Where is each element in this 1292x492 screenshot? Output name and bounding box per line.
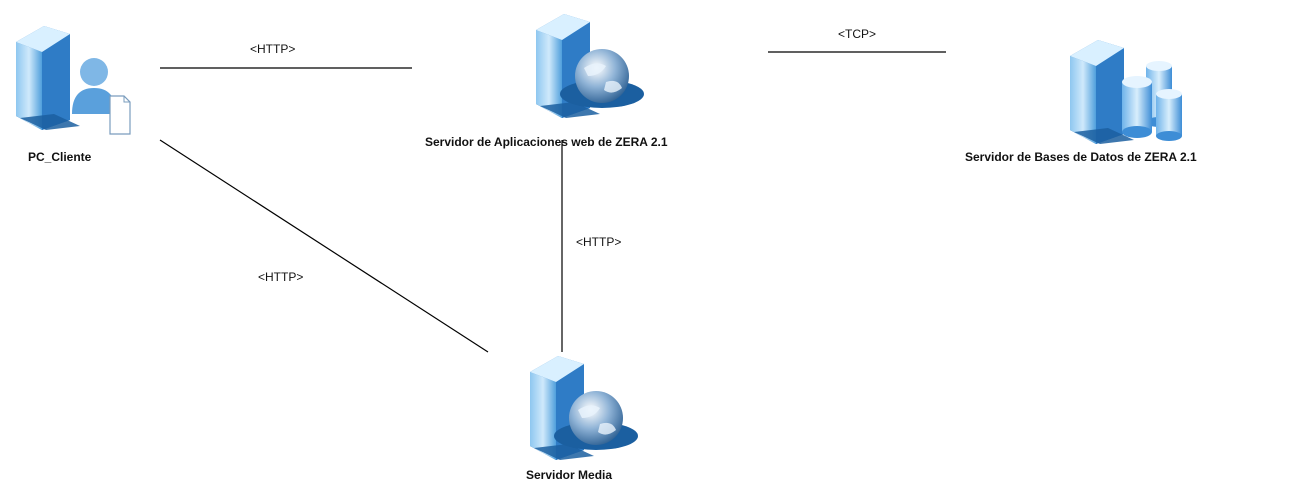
media-server-icon bbox=[530, 356, 638, 460]
connection-line-pc-media bbox=[159, 139, 489, 353]
connection-label-pc-web: <HTTP> bbox=[250, 42, 296, 56]
connection-label-web-media: <HTTP> bbox=[576, 235, 622, 249]
client-computer-icon bbox=[16, 26, 131, 135]
connection-label-pc-media: <HTTP> bbox=[258, 270, 304, 284]
web-server-icon bbox=[536, 14, 644, 118]
node-label-web-server: Servidor de Aplicaciones web de ZERA 2.1 bbox=[425, 135, 668, 149]
node-label-pc-cliente: PC_Cliente bbox=[28, 150, 92, 164]
node-label-media-server: Servidor Media bbox=[526, 468, 613, 482]
node-label-db-server: Servidor de Bases de Datos de ZERA 2.1 bbox=[965, 150, 1197, 164]
database-server-icon bbox=[1070, 40, 1182, 144]
connection-label-web-db: <TCP> bbox=[838, 27, 877, 41]
